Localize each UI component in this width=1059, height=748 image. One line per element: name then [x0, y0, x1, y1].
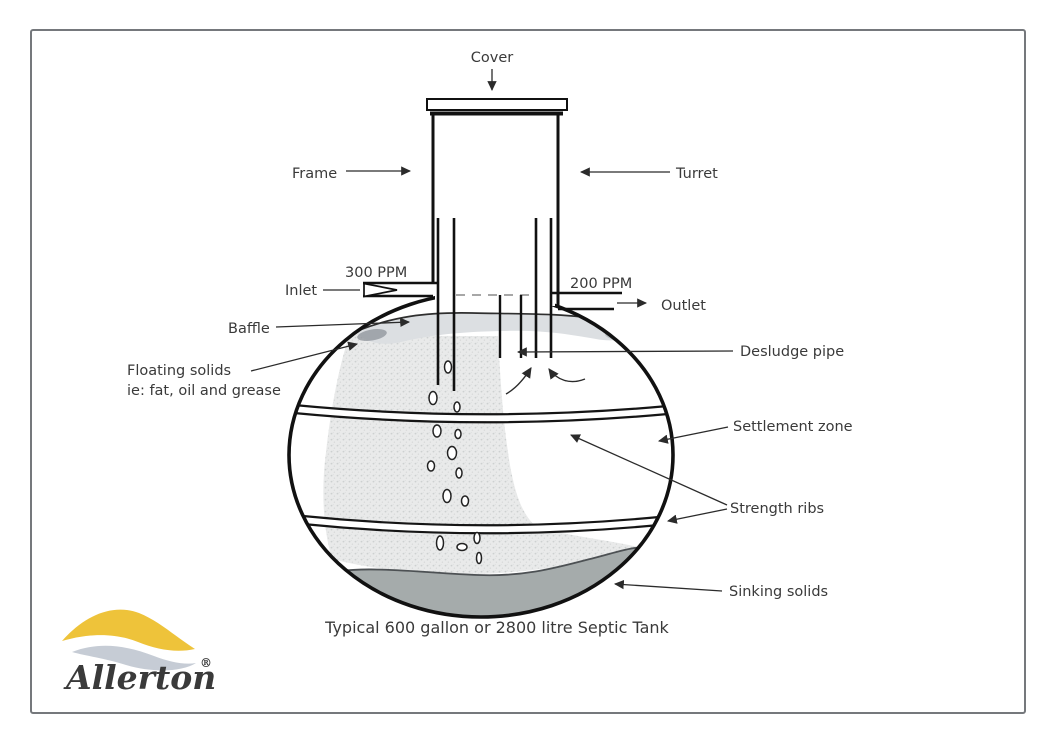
tank-interior — [293, 312, 672, 616]
floating-solids-leader — [250, 341, 359, 372]
inlet-pipe — [363, 281, 438, 298]
page-border — [30, 29, 1026, 714]
label-outlet: Outlet — [661, 298, 706, 314]
label-cover: Cover — [471, 50, 513, 66]
strength-rib-lower — [302, 514, 660, 535]
label-inlet-ppm: 300 PPM — [345, 265, 407, 281]
label-turret: Turret — [675, 166, 718, 182]
logo-wave-silver — [72, 645, 196, 671]
logo-wave-yellow — [62, 609, 195, 651]
baffle-shadow-left — [357, 328, 387, 342]
label-strength-ribs: Strength ribs — [730, 501, 824, 517]
label-frame: Frame — [292, 166, 337, 182]
sinking-solids-leader — [613, 579, 723, 592]
settlement-zone-leader — [657, 426, 729, 444]
label-settlement-zone: Settlement zone — [733, 419, 853, 435]
allerton-logo: Allerton ® — [62, 609, 216, 697]
cover-plate — [426, 98, 568, 111]
label-outlet-ppm: 200 PPM — [570, 276, 632, 292]
label-floating-solids-line2: ie: fat, oil and grease — [127, 383, 281, 399]
inlet-flow-arrow — [363, 282, 398, 298]
baffle-band — [357, 312, 639, 344]
turret-structure — [431, 114, 560, 308]
label-baffle: Baffle — [228, 321, 270, 337]
strength-rib-upper — [293, 403, 669, 424]
baffle-leader — [275, 317, 411, 328]
sludge-top-edge — [311, 546, 653, 577]
solids-plume — [323, 333, 646, 575]
flow-curved-arrows — [505, 367, 586, 395]
logo-registered-mark: ® — [200, 656, 212, 670]
logo-brand-text: Allerton — [63, 658, 216, 697]
label-desludge-pipe: Desludge pipe — [740, 344, 844, 360]
outlet-pipe — [551, 291, 622, 311]
outlet-dip-pipe — [534, 218, 553, 358]
label-floating-solids-line1: Floating solids — [127, 363, 231, 379]
desludge-leader — [516, 347, 734, 357]
strength-ribs-leader-lower — [666, 508, 728, 524]
gas-bubbles — [426, 360, 483, 565]
leader-lines — [250, 69, 734, 592]
strength-ribs-leader-upper — [570, 434, 728, 506]
diagram-caption: Typical 600 gallon or 2800 litre Septic … — [324, 618, 669, 637]
label-sinking-solids: Sinking solids — [729, 584, 828, 600]
label-inlet: Inlet — [285, 283, 317, 299]
inlet-dip-pipe — [436, 218, 456, 391]
